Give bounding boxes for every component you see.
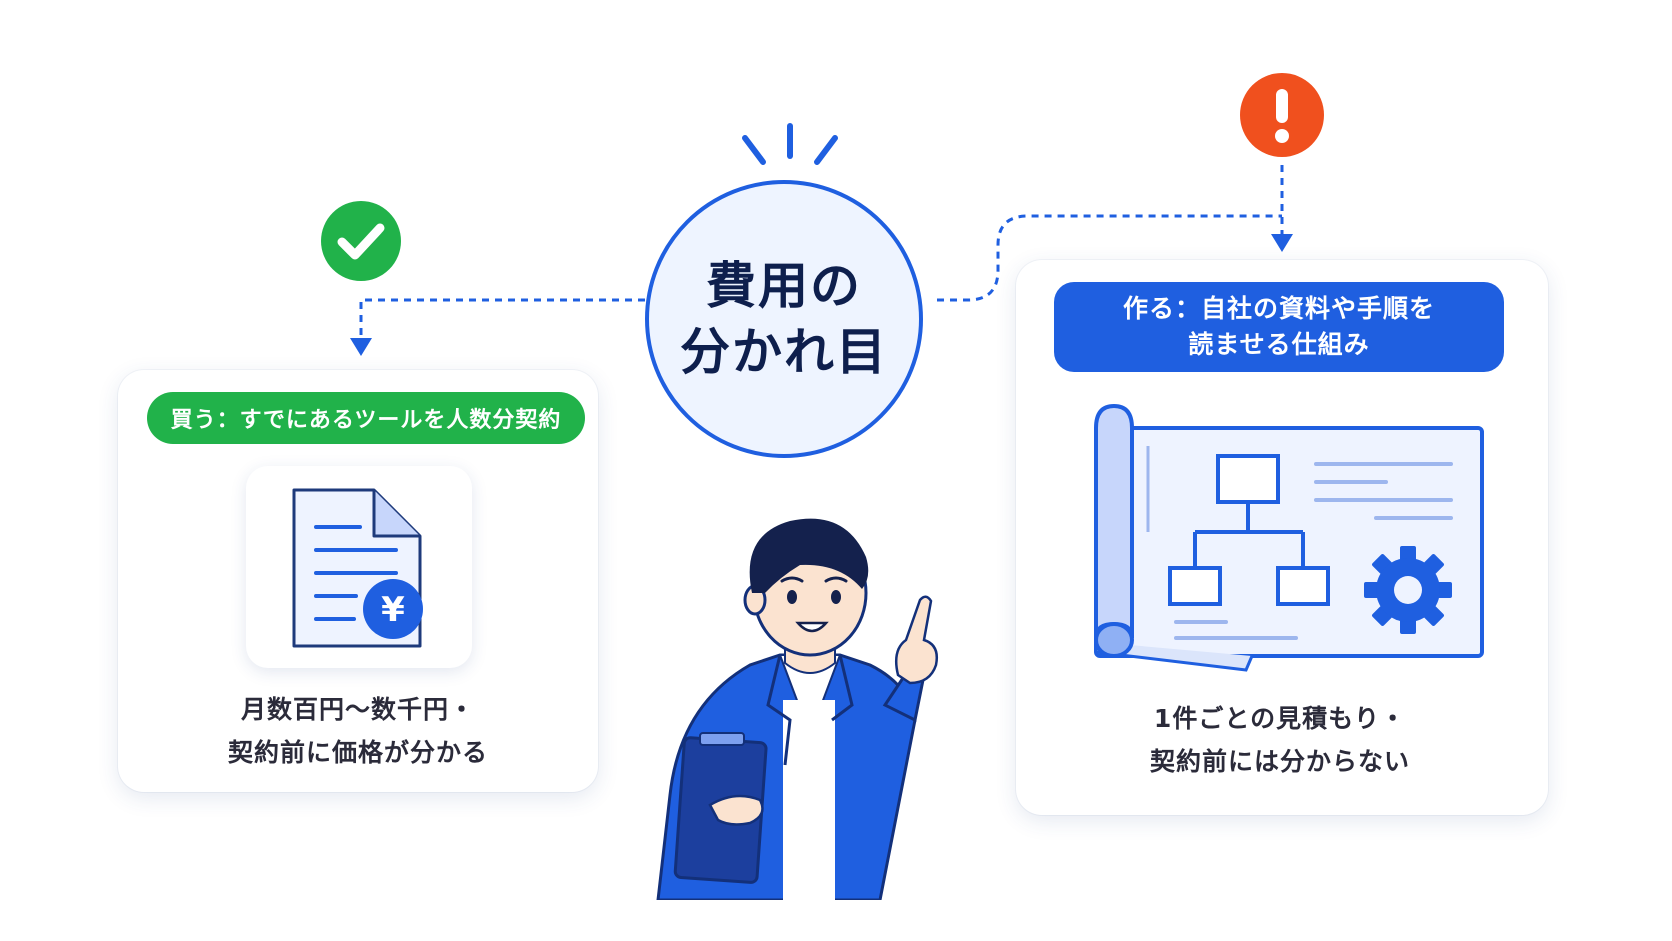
- center-title: 費用の 分かれ目: [680, 257, 888, 381]
- connector-to-build: [937, 214, 1282, 302]
- highlight-rays-icon: [742, 123, 838, 165]
- center-topic-circle: 費用の 分かれ目: [645, 180, 923, 458]
- build-description: 1件ごとの見積もり・ 契約前には分からない: [1149, 704, 1410, 776]
- arrowhead-buy: [350, 338, 372, 356]
- svg-text:¥: ¥: [381, 590, 405, 630]
- build-label-pill: 作る：自社の資料や手順を 読ませる仕組み: [1054, 282, 1504, 372]
- arrowhead-build: [1271, 234, 1293, 252]
- connector-to-buy: [359, 298, 645, 340]
- buy-description: 月数百円〜数千円・ 契約前に価格が分かる: [227, 695, 488, 767]
- document-yen-icon: ¥: [292, 488, 423, 648]
- businessman-pointing-illustration: [656, 518, 938, 900]
- exclamation-circle-icon: [1240, 73, 1324, 157]
- buy-label-pill: 買う：すでにあるツールを人数分契約: [147, 392, 585, 444]
- blueprint-flowchart-icon: [1094, 403, 1484, 672]
- document-card: ¥: [246, 466, 472, 668]
- gear-icon: [1364, 546, 1452, 634]
- check-circle-icon: [320, 200, 402, 282]
